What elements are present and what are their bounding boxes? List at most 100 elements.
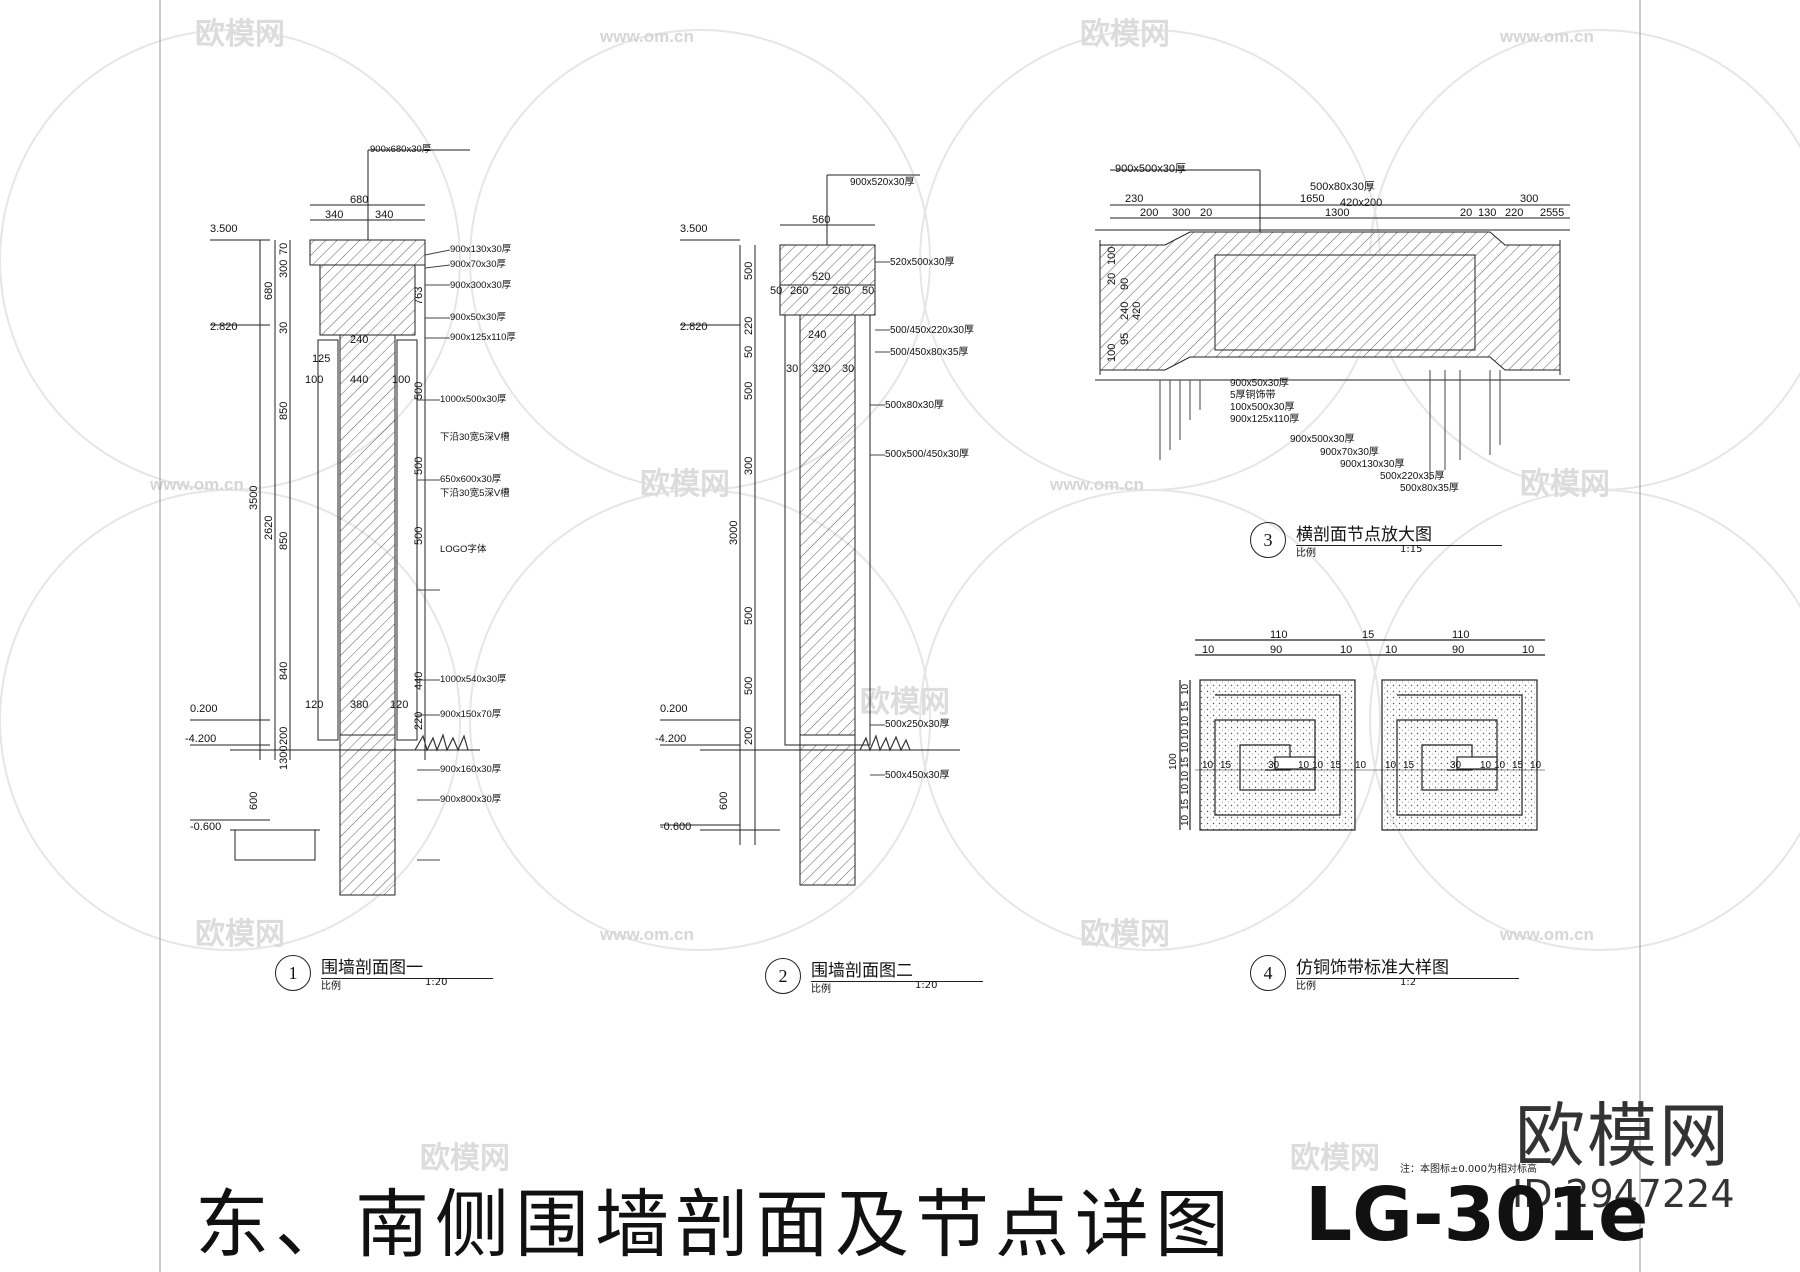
dim-label: 110 [1270, 629, 1288, 641]
callout-label: 500/450x80x35厚 [890, 346, 968, 358]
dim-label: 500 [743, 677, 755, 695]
callout-label: 下沿30宽5深V槽 [440, 487, 510, 499]
dim-label: 440 [413, 672, 425, 690]
dim-label: 440 [350, 374, 368, 386]
dim-label: 70 [278, 243, 290, 255]
section-3-labels: 900x500x30厚 500x80x30厚 420x200 230 1650 … [1106, 162, 1564, 494]
dim-label: 15 [1403, 760, 1415, 771]
detail-name: 横剖面节点放大图 [1296, 520, 1502, 546]
scale-label: 比例 [1296, 548, 1316, 559]
callout-label: 500/450x220x30厚 [890, 324, 974, 336]
dim-label: 240 [808, 329, 826, 341]
callout-label: 900x50x30厚 [1230, 377, 1289, 389]
wall1-body-upper [319, 264, 416, 336]
watermark-brand-text: 欧模网 [195, 17, 285, 52]
ornament-right [1381, 679, 1538, 831]
callout-label: 900x300x30厚 [450, 280, 512, 291]
dim-label: 520 [812, 271, 830, 283]
dim-label: 90 [1119, 278, 1131, 290]
dim-label: 840 [278, 662, 290, 680]
scale-label: 比例 [811, 984, 831, 995]
level-label: 0.200 [660, 703, 688, 715]
dim-label: 230 [1125, 193, 1143, 205]
dim-label: 10 [1180, 814, 1191, 826]
dim-label: 30 [278, 322, 290, 334]
dim-label: 500 [743, 382, 755, 400]
dim-label: 25 [1540, 207, 1552, 219]
watermark-url: www.om.cn [1499, 27, 1594, 46]
sheet-title: 东、南侧围墙剖面及节点详图 [195, 1182, 1235, 1268]
watermark-brand-text: 欧模网 [195, 917, 285, 952]
section-2-drawing [660, 174, 960, 886]
dim-label: 10 [1180, 715, 1191, 727]
dim-label: 600 [718, 792, 730, 810]
dim-label: 10 [1385, 644, 1397, 656]
wall2-foundation [799, 744, 856, 886]
callout-label: 900x520x30厚 [850, 176, 915, 188]
dim-label: 90 [1452, 644, 1464, 656]
detail-number: 4 [1250, 955, 1286, 991]
callout-label: 500x80x30厚 [1310, 180, 1375, 193]
dim-label: 20 [1200, 207, 1212, 219]
dim-label: 260 [832, 285, 850, 297]
section-4-drawing [1179, 639, 1545, 831]
dim-label: 10 [1202, 644, 1214, 656]
dim-label: 30 [1450, 760, 1462, 771]
scale-value: 1:2 [1400, 977, 1417, 988]
dim-label: 50 [770, 285, 782, 297]
callout-label: 500x250x30厚 [885, 718, 950, 730]
level-label: -0.600 [660, 821, 691, 833]
dim-label: 20 [1106, 273, 1118, 285]
dim-label: 200 [1140, 207, 1158, 219]
wall1-cladding-l [317, 339, 339, 741]
dim-label: 1650 [1300, 193, 1324, 205]
dim-label: 15 [1512, 760, 1524, 771]
scale-label: 比例 [321, 981, 341, 992]
dim-label: 100 [392, 374, 410, 386]
dim-label: 30 [1268, 760, 1280, 771]
ornament-left-key [1214, 694, 1341, 816]
callout-label: 900x70x30厚 [450, 259, 506, 270]
scale-label: 比例 [1296, 981, 1316, 992]
dim-label: 380 [350, 699, 368, 711]
section-1-labels: 3.500 2.820 0.200 -4.200 -0.600 680 340 … [185, 144, 516, 833]
level-label: 2.820 [210, 321, 238, 333]
watermark-brand: 欧模网 欧模网 欧模网 欧模网 欧模网 欧模网 欧模网 欧模网 欧模网 [195, 17, 1610, 1176]
dim-label: 125 [312, 353, 330, 365]
callout-label: 900x680x30厚 [370, 144, 432, 155]
dim-label: 1300 [278, 746, 290, 770]
watermark-url: www.om.cn [599, 925, 694, 944]
dim-label: 50 [743, 346, 755, 358]
dim-label: 100 [1106, 344, 1118, 362]
dim-label: 15 [1362, 629, 1374, 641]
dim-label: 850 [278, 402, 290, 420]
callout-label: 1000x540x30厚 [440, 674, 507, 685]
dim-label: 55 [1552, 207, 1564, 219]
dim-label: 100 [1168, 753, 1179, 770]
dim-label: 240 [1119, 302, 1131, 320]
detail-name: 围墙剖面图二 [811, 956, 983, 982]
callout-label: 1000x500x30厚 [440, 394, 507, 405]
elevation-note: 注：本图标±0.000为相对标高 [1400, 1164, 1538, 1175]
dim-label: 500 [413, 382, 425, 400]
dim-label: 15 [1180, 798, 1191, 810]
dim-label: 220 [1505, 207, 1523, 219]
detail-number: 1 [275, 955, 311, 991]
dim-label: 680 [350, 194, 368, 206]
callout-label: 900x150x70厚 [440, 709, 502, 720]
callout-label: 900x50x30厚 [450, 312, 506, 323]
dim-label: 10 [1494, 760, 1506, 771]
watermark-brand-text: 欧模网 [1080, 917, 1170, 952]
callout-label: 900x125x110厚 [1230, 413, 1299, 425]
section-3-drawing [1095, 169, 1570, 480]
scale-value: 1:15 [1400, 544, 1423, 555]
dim-label: 10 [1180, 741, 1191, 753]
dim-label: 500 [743, 607, 755, 625]
dim-label: 320 [812, 363, 830, 375]
dim-label: 300 [1172, 207, 1190, 219]
dim-label: 15 [1330, 760, 1342, 771]
section-4-labels: 110 15 110 10 90 10 10 90 10 10 15 30 10… [1168, 629, 1542, 826]
dim-label: 600 [248, 792, 260, 810]
callout-label: 900x130x30厚 [450, 244, 512, 255]
